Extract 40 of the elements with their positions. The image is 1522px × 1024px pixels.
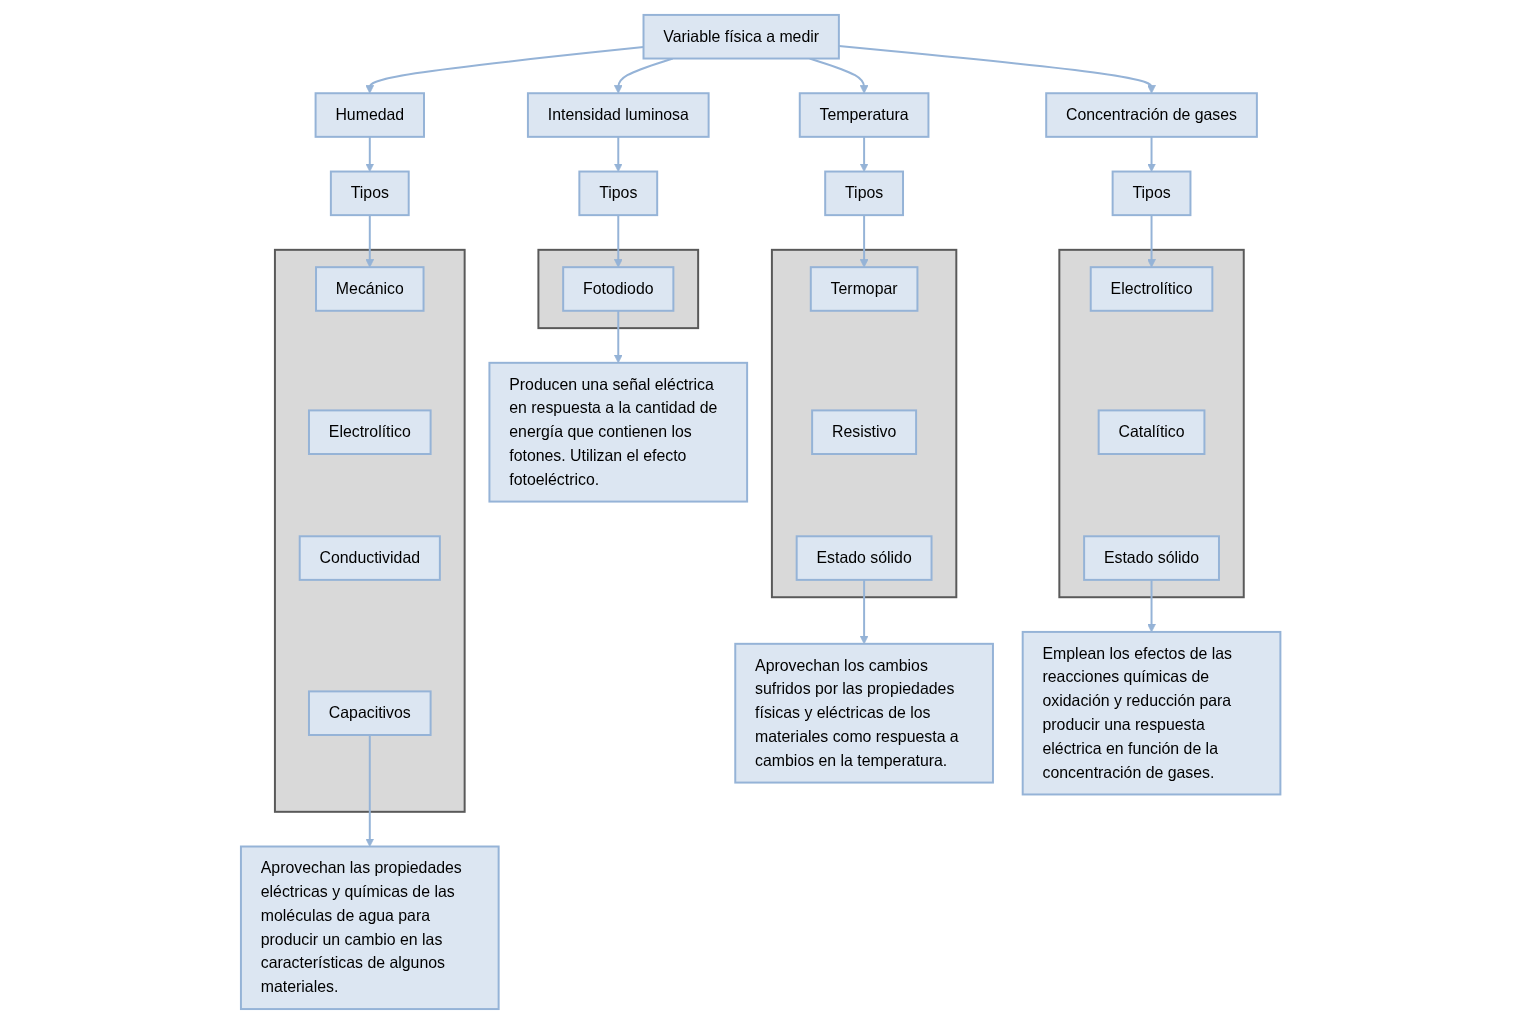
node-box: Producen una señal eléctrica en respuesta a la cantidad de energía que contienen los fotones. Utilizan el efecto fotoeléctrico. — [488, 361, 749, 503]
arrow — [614, 214, 623, 268]
arrow — [614, 309, 623, 364]
node-box: Temperatura — [799, 92, 930, 138]
node-box: Variable física a medir — [642, 13, 841, 60]
arrow — [365, 214, 375, 268]
node-box: Tipos — [578, 170, 659, 217]
node-box: Estado sólido — [796, 535, 933, 581]
node-box: Tipos — [1111, 170, 1192, 217]
node-box: Fotodiodo — [562, 266, 675, 312]
arrow — [860, 214, 869, 268]
node-box: Tipos — [824, 170, 905, 217]
node-box: Conductividad — [299, 535, 442, 581]
arrow — [860, 578, 869, 645]
cluster — [537, 248, 700, 330]
arrow — [860, 135, 869, 172]
node-box: Emplean los efectos de las reacciones químicas de oxidación y reducción para producir una respuesta eléctrica en función de la concentración de gases. — [1022, 630, 1282, 796]
node-box: Mecánico — [315, 266, 425, 312]
arrow — [365, 135, 375, 172]
node-box: Concentración de gases — [1045, 92, 1259, 138]
node-box: Catalítico — [1098, 409, 1206, 455]
node-box: Estado sólido — [1083, 535, 1221, 581]
arrow — [365, 734, 375, 847]
node-box: Capacitivos — [308, 690, 432, 736]
node-box: Electrolítico — [308, 409, 432, 455]
arrow — [614, 135, 623, 172]
node-box: Intensidad luminosa — [527, 92, 710, 138]
node-box: Aprovechan las propiedades eléctricas y químicas de las moléculas de agua para producir un cambio en las características de algunos materiales. — [240, 845, 500, 1011]
arrow — [1147, 135, 1157, 172]
cluster — [771, 248, 958, 599]
node-box: Tipos — [330, 170, 410, 217]
node-box: Electrolítico — [1090, 266, 1214, 312]
node-box: Aprovechan los cambios sufridos por las propiedades físicas y eléctricas de los materiales como respuesta a cambios en la temperatura. — [734, 642, 995, 784]
arrow — [1147, 214, 1157, 268]
arrow — [1147, 578, 1157, 633]
cluster — [274, 248, 466, 813]
cluster — [1058, 248, 1246, 599]
node-box: Termopar — [810, 266, 919, 312]
node-box: Humedad — [314, 92, 426, 138]
node-box: Resistivo — [811, 409, 918, 455]
